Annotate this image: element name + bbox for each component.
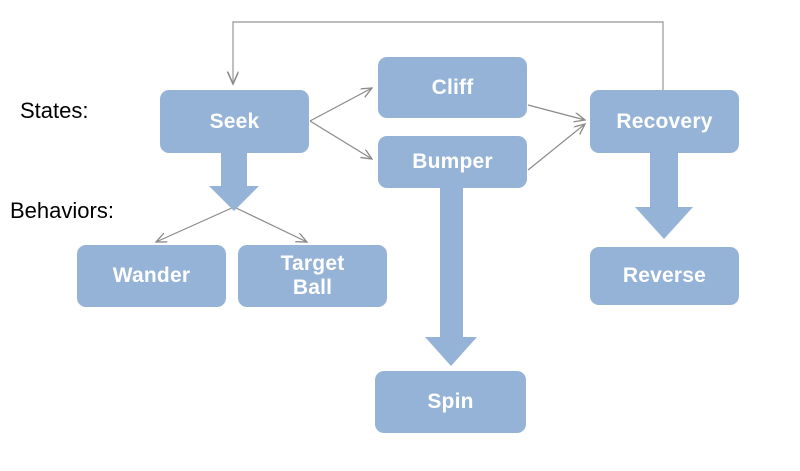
- node-reverse-label: Reverse: [622, 264, 707, 288]
- edge-seek-block-arrow: [209, 153, 259, 211]
- edge-seek-to-wander: [156, 206, 235, 242]
- edge-seek-to-cliff: [309, 88, 372, 122]
- edge-seek-to-target-ball: [233, 206, 307, 242]
- node-cliff[interactable]: Cliff: [378, 57, 527, 118]
- edge-recovery-to-reverse-block-arrow: [635, 153, 693, 239]
- edge-seek-to-bumper: [309, 120, 372, 159]
- node-target-ball-label: Target Ball: [280, 252, 345, 299]
- node-cliff-label: Cliff: [431, 75, 474, 99]
- edge-bumper-to-spin-block-arrow: [425, 188, 477, 366]
- node-reverse[interactable]: Reverse: [590, 247, 739, 305]
- node-spin[interactable]: Spin: [375, 371, 526, 433]
- node-bumper[interactable]: Bumper: [378, 136, 527, 188]
- node-seek[interactable]: Seek: [160, 90, 309, 153]
- edge-bumper-to-recovery: [527, 124, 585, 171]
- states-row-label: States:: [20, 98, 89, 123]
- node-bumper-label: Bumper: [412, 150, 493, 174]
- node-recovery-label: Recovery: [616, 109, 713, 133]
- node-seek-label: Seek: [209, 109, 260, 133]
- behaviors-row-label: Behaviors:: [10, 198, 114, 223]
- node-wander-label: Wander: [112, 264, 191, 288]
- node-wander[interactable]: Wander: [77, 245, 226, 307]
- node-target-ball[interactable]: Target Ball: [238, 245, 387, 307]
- edge-cliff-to-recovery: [527, 104, 585, 120]
- node-recovery[interactable]: Recovery: [590, 90, 739, 153]
- node-spin-label: Spin: [427, 390, 474, 414]
